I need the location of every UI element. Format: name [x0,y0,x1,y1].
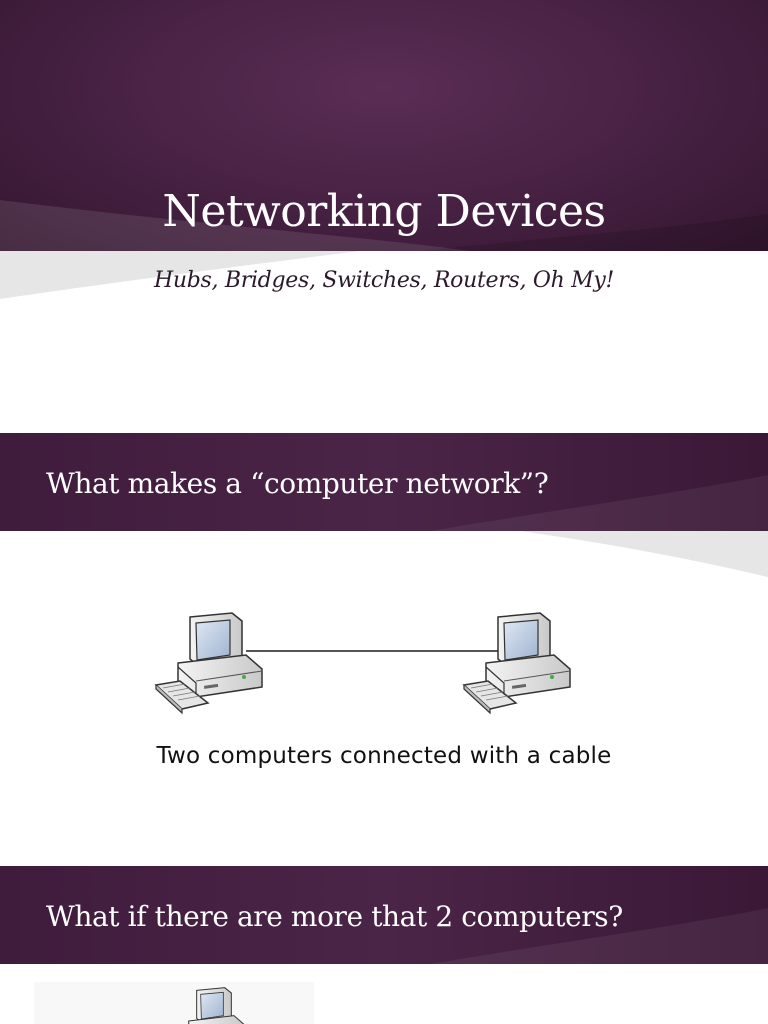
partial-diagram-canvas [173,987,246,1024]
computer-icon [173,987,246,1024]
network-diagram-partial [34,982,314,1024]
title-header-band: Networking Devices [0,0,768,251]
slide-title-bar: What makes a “computer network”? [0,433,768,531]
presentation-title: Networking Devices [162,186,606,237]
slide-computer-network: What makes a “computer network”? Two com… [0,433,768,866]
computer-icon [155,612,263,714]
title-slide: Networking Devices Hubs, Bridges, Switch… [0,0,768,433]
network-diagram [155,612,571,714]
slide-title: What if there are more that 2 computers? [46,900,623,933]
computer-icon [463,612,571,714]
slide-title-bar: What if there are more that 2 computers? [0,866,768,964]
slide-title: What makes a “computer network”? [46,467,549,500]
figure-caption: Two computers connected with a cable [156,743,612,769]
presentation-subtitle: Hubs, Bridges, Switches, Routers, Oh My! [153,268,615,293]
bar-swoosh-decoration [520,531,768,577]
slide-more-computers: What if there are more that 2 computers? [0,866,768,1024]
